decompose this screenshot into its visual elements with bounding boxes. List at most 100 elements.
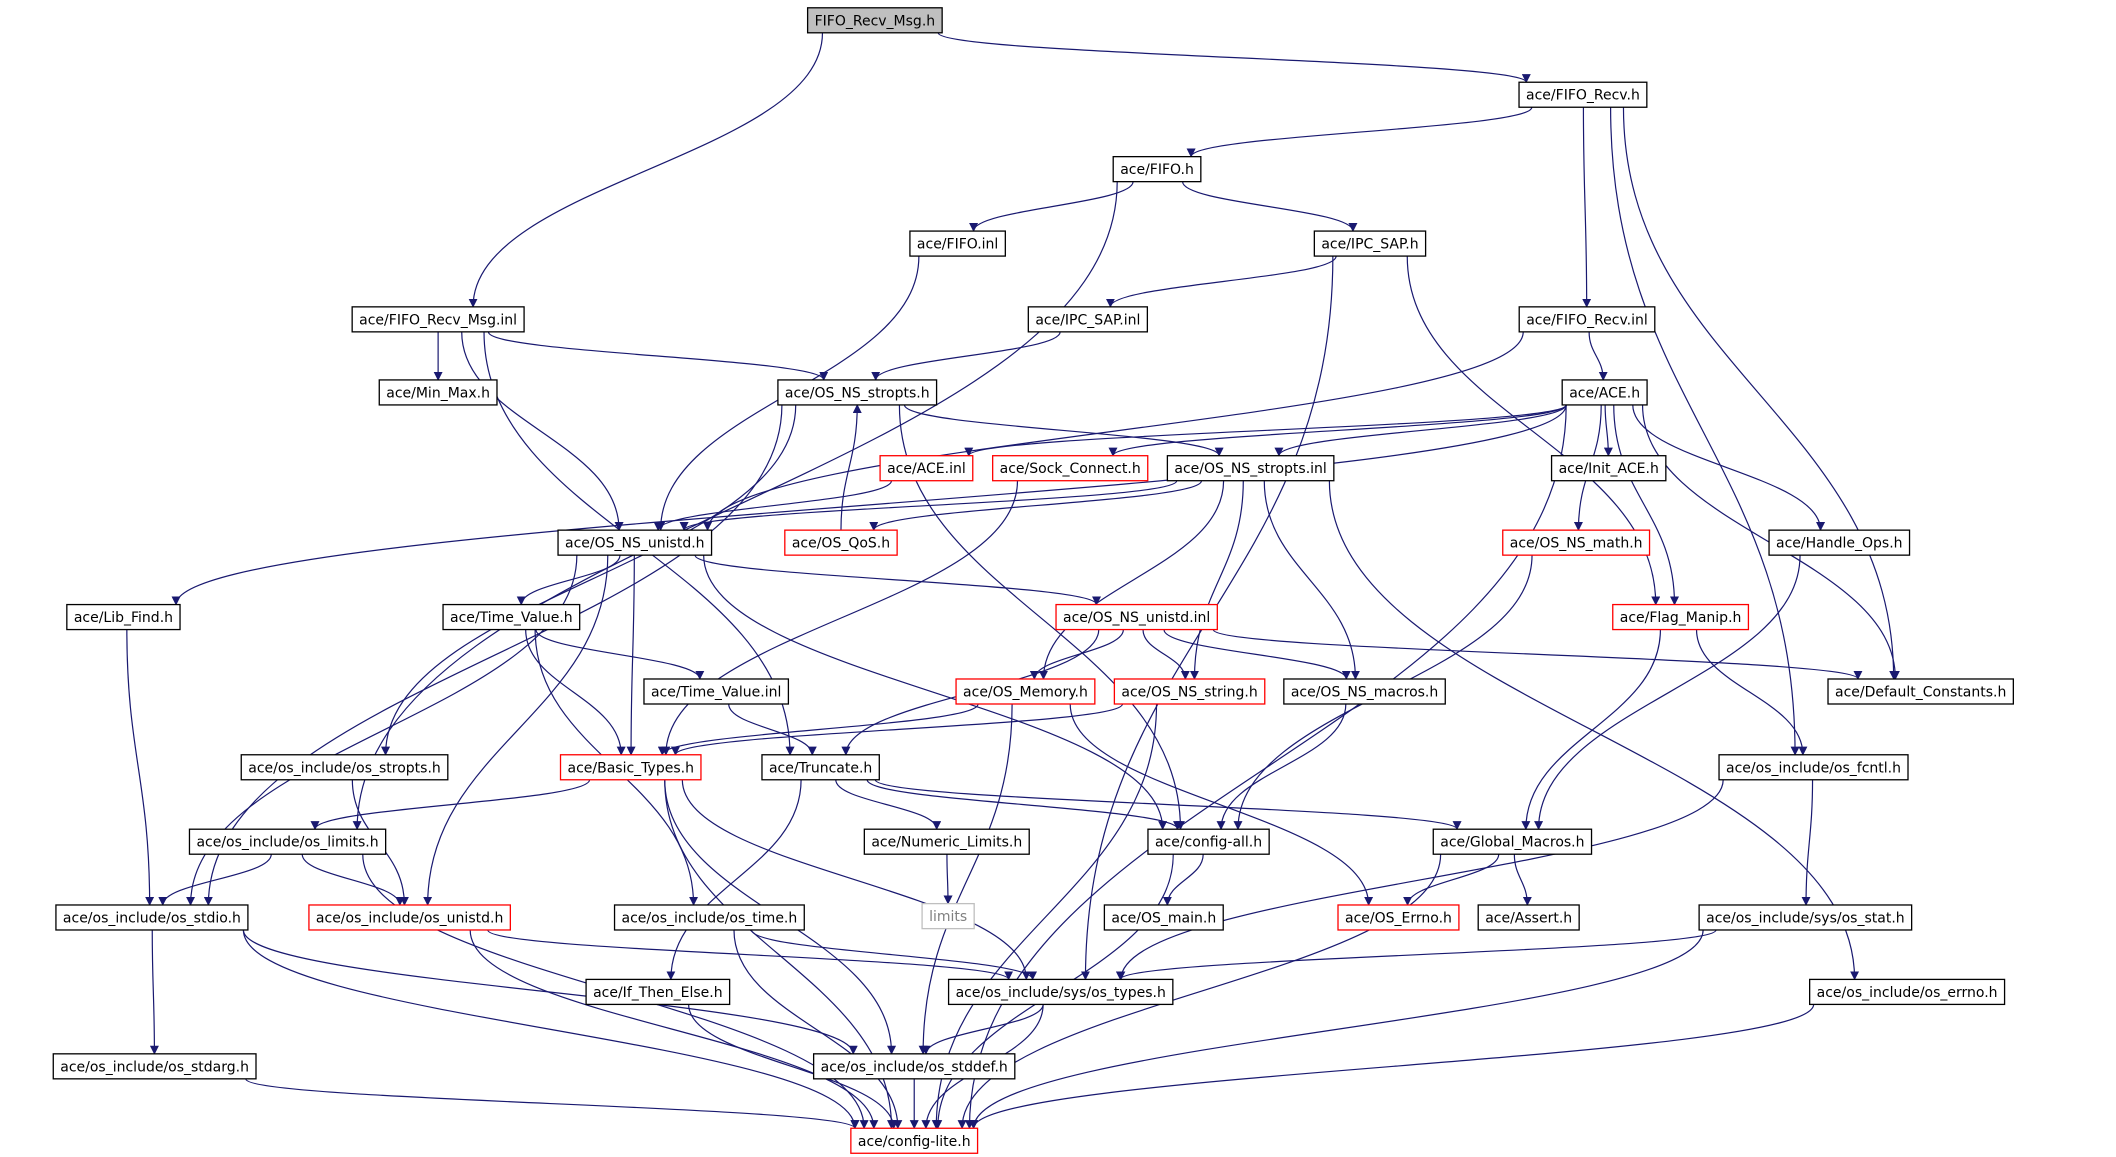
edge-line bbox=[1603, 404, 1613, 457]
node-os-limits-h[interactable]: ace/os_include/os_limits.h bbox=[188, 828, 387, 855]
node-time-value-inl[interactable]: ace/Time_Value.inl bbox=[643, 678, 790, 705]
edge-ace-h-to-os-ns-stropts-inl bbox=[1274, 404, 1567, 457]
node-os-fcntl-h[interactable]: ace/os_include/os_fcntl.h bbox=[1718, 754, 1909, 781]
node-box bbox=[557, 529, 713, 556]
node-os-ns-macros-h[interactable]: ace/OS_NS_macros.h bbox=[1283, 678, 1446, 705]
node-box bbox=[1166, 455, 1335, 482]
node-flag-manip-h[interactable]: ace/Flag_Manip.h bbox=[1612, 603, 1750, 631]
edge-os-limits-h-to-os-stdio-h bbox=[158, 854, 272, 906]
node-os-stdio-h[interactable]: ace/os_include/os_stdio.h bbox=[55, 904, 249, 931]
node-label: ace/os_include/os_stdio.h bbox=[63, 910, 241, 926]
edge-os-ns-stropts-h-to-os-ns-stropts-inl bbox=[903, 404, 1224, 457]
node-os-unistd-h[interactable]: ace/os_include/os_unistd.h bbox=[308, 904, 511, 931]
edge-os-ns-unistd-h-to-time-value-h bbox=[516, 554, 621, 606]
node-os-ns-string-h[interactable]: ace/OS_NS_string.h bbox=[1113, 678, 1266, 705]
node-label: ace/OS_NS_string.h bbox=[1121, 684, 1257, 700]
node-os-errno-h-red[interactable]: ace/OS_Errno.h bbox=[1337, 904, 1460, 931]
node-config-all-h[interactable]: ace/config-all.h bbox=[1147, 828, 1270, 855]
node-label: ace/IPC_SAP.inl bbox=[1035, 312, 1140, 328]
node-os-qos-h[interactable]: ace/OS_QoS.h bbox=[784, 529, 898, 556]
node-fifo-inl[interactable]: ace/FIFO.inl bbox=[909, 230, 1006, 257]
node-os-time-h[interactable]: ace/os_include/os_time.h bbox=[613, 904, 805, 931]
node-os-main-h[interactable]: ace/OS_main.h bbox=[1103, 904, 1224, 931]
edge-if-then-else-h-to-config-lite-h bbox=[688, 1004, 899, 1130]
edge-ace-h-to-init-ace-h bbox=[1603, 404, 1613, 457]
edge-os-sys-types-h-to-os-stddef-h bbox=[921, 1004, 1044, 1055]
node-min-max-h[interactable]: ace/Min_Max.h bbox=[378, 379, 498, 406]
node-os-ns-unistd-h[interactable]: ace/OS_NS_unistd.h bbox=[557, 529, 713, 556]
node-box bbox=[52, 1053, 257, 1080]
node-default-constants-h[interactable]: ace/Default_Constants.h bbox=[1827, 678, 2014, 705]
node-fifo-h[interactable]: ace/FIFO.h bbox=[1112, 155, 1202, 183]
node-label: ace/OS_QoS.h bbox=[792, 536, 890, 552]
edge-line bbox=[869, 480, 1203, 532]
node-fifo-recv-h[interactable]: ace/FIFO_Recv.h bbox=[1518, 81, 1648, 108]
node-lib-find-h[interactable]: ace/Lib_Find.h bbox=[66, 603, 181, 631]
node-label: ace/OS_NS_unistd.h bbox=[565, 536, 705, 552]
node-os-errno-h[interactable]: ace/os_include/os_errno.h bbox=[1809, 978, 2006, 1006]
edge-line bbox=[423, 555, 609, 906]
node-box bbox=[850, 1127, 979, 1154]
node-box bbox=[784, 529, 898, 556]
node-label: ace/Time_Value.h bbox=[450, 610, 573, 626]
node-os-stddef-h[interactable]: ace/os_include/os_stddef.h bbox=[812, 1053, 1016, 1080]
node-label: ace/OS_NS_unistd.inl bbox=[1063, 610, 1210, 626]
node-numeric-limits-h[interactable]: ace/Numeric_Limits.h bbox=[863, 828, 1030, 855]
edge-root-to-fifo-recv-h bbox=[937, 32, 1531, 84]
node-os-ns-unistd-inl[interactable]: ace/OS_NS_unistd.inl bbox=[1055, 603, 1218, 631]
node-ace-inl[interactable]: ace/ACE.inl bbox=[879, 455, 974, 482]
node-box bbox=[1337, 904, 1460, 931]
node-os-sys-stat-h[interactable]: ace/os_include/sys/os_stat.h bbox=[1698, 904, 1913, 931]
node-box bbox=[240, 754, 449, 781]
node-os-sys-types-h[interactable]: ace/os_include/sys/os_types.h bbox=[947, 978, 1174, 1006]
node-fifo-recv-inl[interactable]: ace/FIFO_Recv.inl bbox=[1518, 306, 1656, 333]
node-box bbox=[1313, 230, 1427, 257]
node-if-then-else-h[interactable]: ace/If_Then_Else.h bbox=[585, 978, 731, 1006]
node-os-ns-stropts-h[interactable]: ace/OS_NS_stropts.h bbox=[777, 379, 938, 406]
edge-fifo-recv-msg-inl-to-os-ns-stropts-h bbox=[487, 331, 829, 381]
node-label: ace/If_Then_Else.h bbox=[593, 985, 723, 1001]
edge-ipc-sap-inl-to-os-ns-stropts-h bbox=[871, 331, 1061, 381]
node-label: ace/Init_ACE.h bbox=[1559, 461, 1659, 477]
node-handle-ops-h[interactable]: ace/Handle_Ops.h bbox=[1768, 529, 1911, 556]
node-time-value-h[interactable]: ace/Time_Value.h bbox=[442, 603, 581, 631]
edge-line bbox=[653, 480, 893, 532]
node-label: ace/FIFO_Recv.inl bbox=[1526, 312, 1648, 328]
edge-os-ns-unistd-h-to-config-all-h bbox=[703, 555, 1168, 831]
edge-os-limits-h-to-os-unistd-h bbox=[301, 854, 405, 906]
node-ipc-sap-h[interactable]: ace/IPC_SAP.h bbox=[1313, 230, 1427, 257]
node-os-ns-stropts-inl[interactable]: ace/OS_NS_stropts.inl bbox=[1166, 455, 1335, 482]
node-ace-h[interactable]: ace/ACE.h bbox=[1561, 379, 1648, 406]
node-basic-types-h[interactable]: ace/Basic_Types.h bbox=[559, 754, 702, 781]
node-label: ace/OS_Errno.h bbox=[1345, 910, 1452, 926]
edge-fifo-h-to-fifo-inl bbox=[969, 181, 1134, 232]
node-sock-connect-h[interactable]: ace/Sock_Connect.h bbox=[992, 455, 1149, 482]
node-label: ace/OS_NS_math.h bbox=[1510, 536, 1643, 552]
node-assert-h[interactable]: ace/Assert.h bbox=[1477, 904, 1580, 931]
node-os-memory-h[interactable]: ace/OS_Memory.h bbox=[955, 678, 1096, 705]
edge-os-ns-macros-h-to-config-all-h bbox=[1216, 703, 1347, 831]
node-global-macros-h[interactable]: ace/Global_Macros.h bbox=[1432, 828, 1593, 855]
edge-line bbox=[245, 1078, 860, 1130]
node-config-lite-h[interactable]: ace/config-lite.h bbox=[850, 1127, 979, 1154]
edge-ace-h-to-flag-manip-h bbox=[1613, 404, 1680, 606]
node-label: ace/os_include/os_stropts.h bbox=[248, 760, 441, 776]
node-root[interactable]: FIFO_Recv_Msg.h bbox=[806, 7, 943, 34]
edge-line bbox=[126, 629, 155, 906]
node-fifo-recv-msg-inl[interactable]: ace/FIFO_Recv_Msg.inl bbox=[351, 306, 525, 333]
node-ipc-sap-inl[interactable]: ace/IPC_SAP.inl bbox=[1027, 306, 1149, 333]
node-truncate-h[interactable]: ace/Truncate.h bbox=[761, 754, 880, 781]
edge-line bbox=[352, 181, 1118, 831]
edge-line bbox=[1632, 404, 1825, 532]
edge-line bbox=[969, 1004, 1815, 1130]
node-os-stdarg-h[interactable]: ace/os_include/os_stdarg.h bbox=[52, 1053, 257, 1080]
node-limits[interactable]: limits bbox=[921, 902, 975, 930]
node-label: ace/OS_NS_stropts.inl bbox=[1174, 461, 1326, 477]
edge-line bbox=[840, 404, 862, 531]
node-os-ns-math-h[interactable]: ace/OS_NS_math.h bbox=[1502, 529, 1651, 556]
edge-line bbox=[381, 404, 797, 756]
node-os-stropts-h[interactable]: ace/os_include/os_stropts.h bbox=[240, 754, 449, 781]
node-init-ace-h[interactable]: ace/Init_ACE.h bbox=[1550, 455, 1667, 482]
edge-line bbox=[903, 404, 1224, 457]
edge-line bbox=[1142, 629, 1190, 680]
